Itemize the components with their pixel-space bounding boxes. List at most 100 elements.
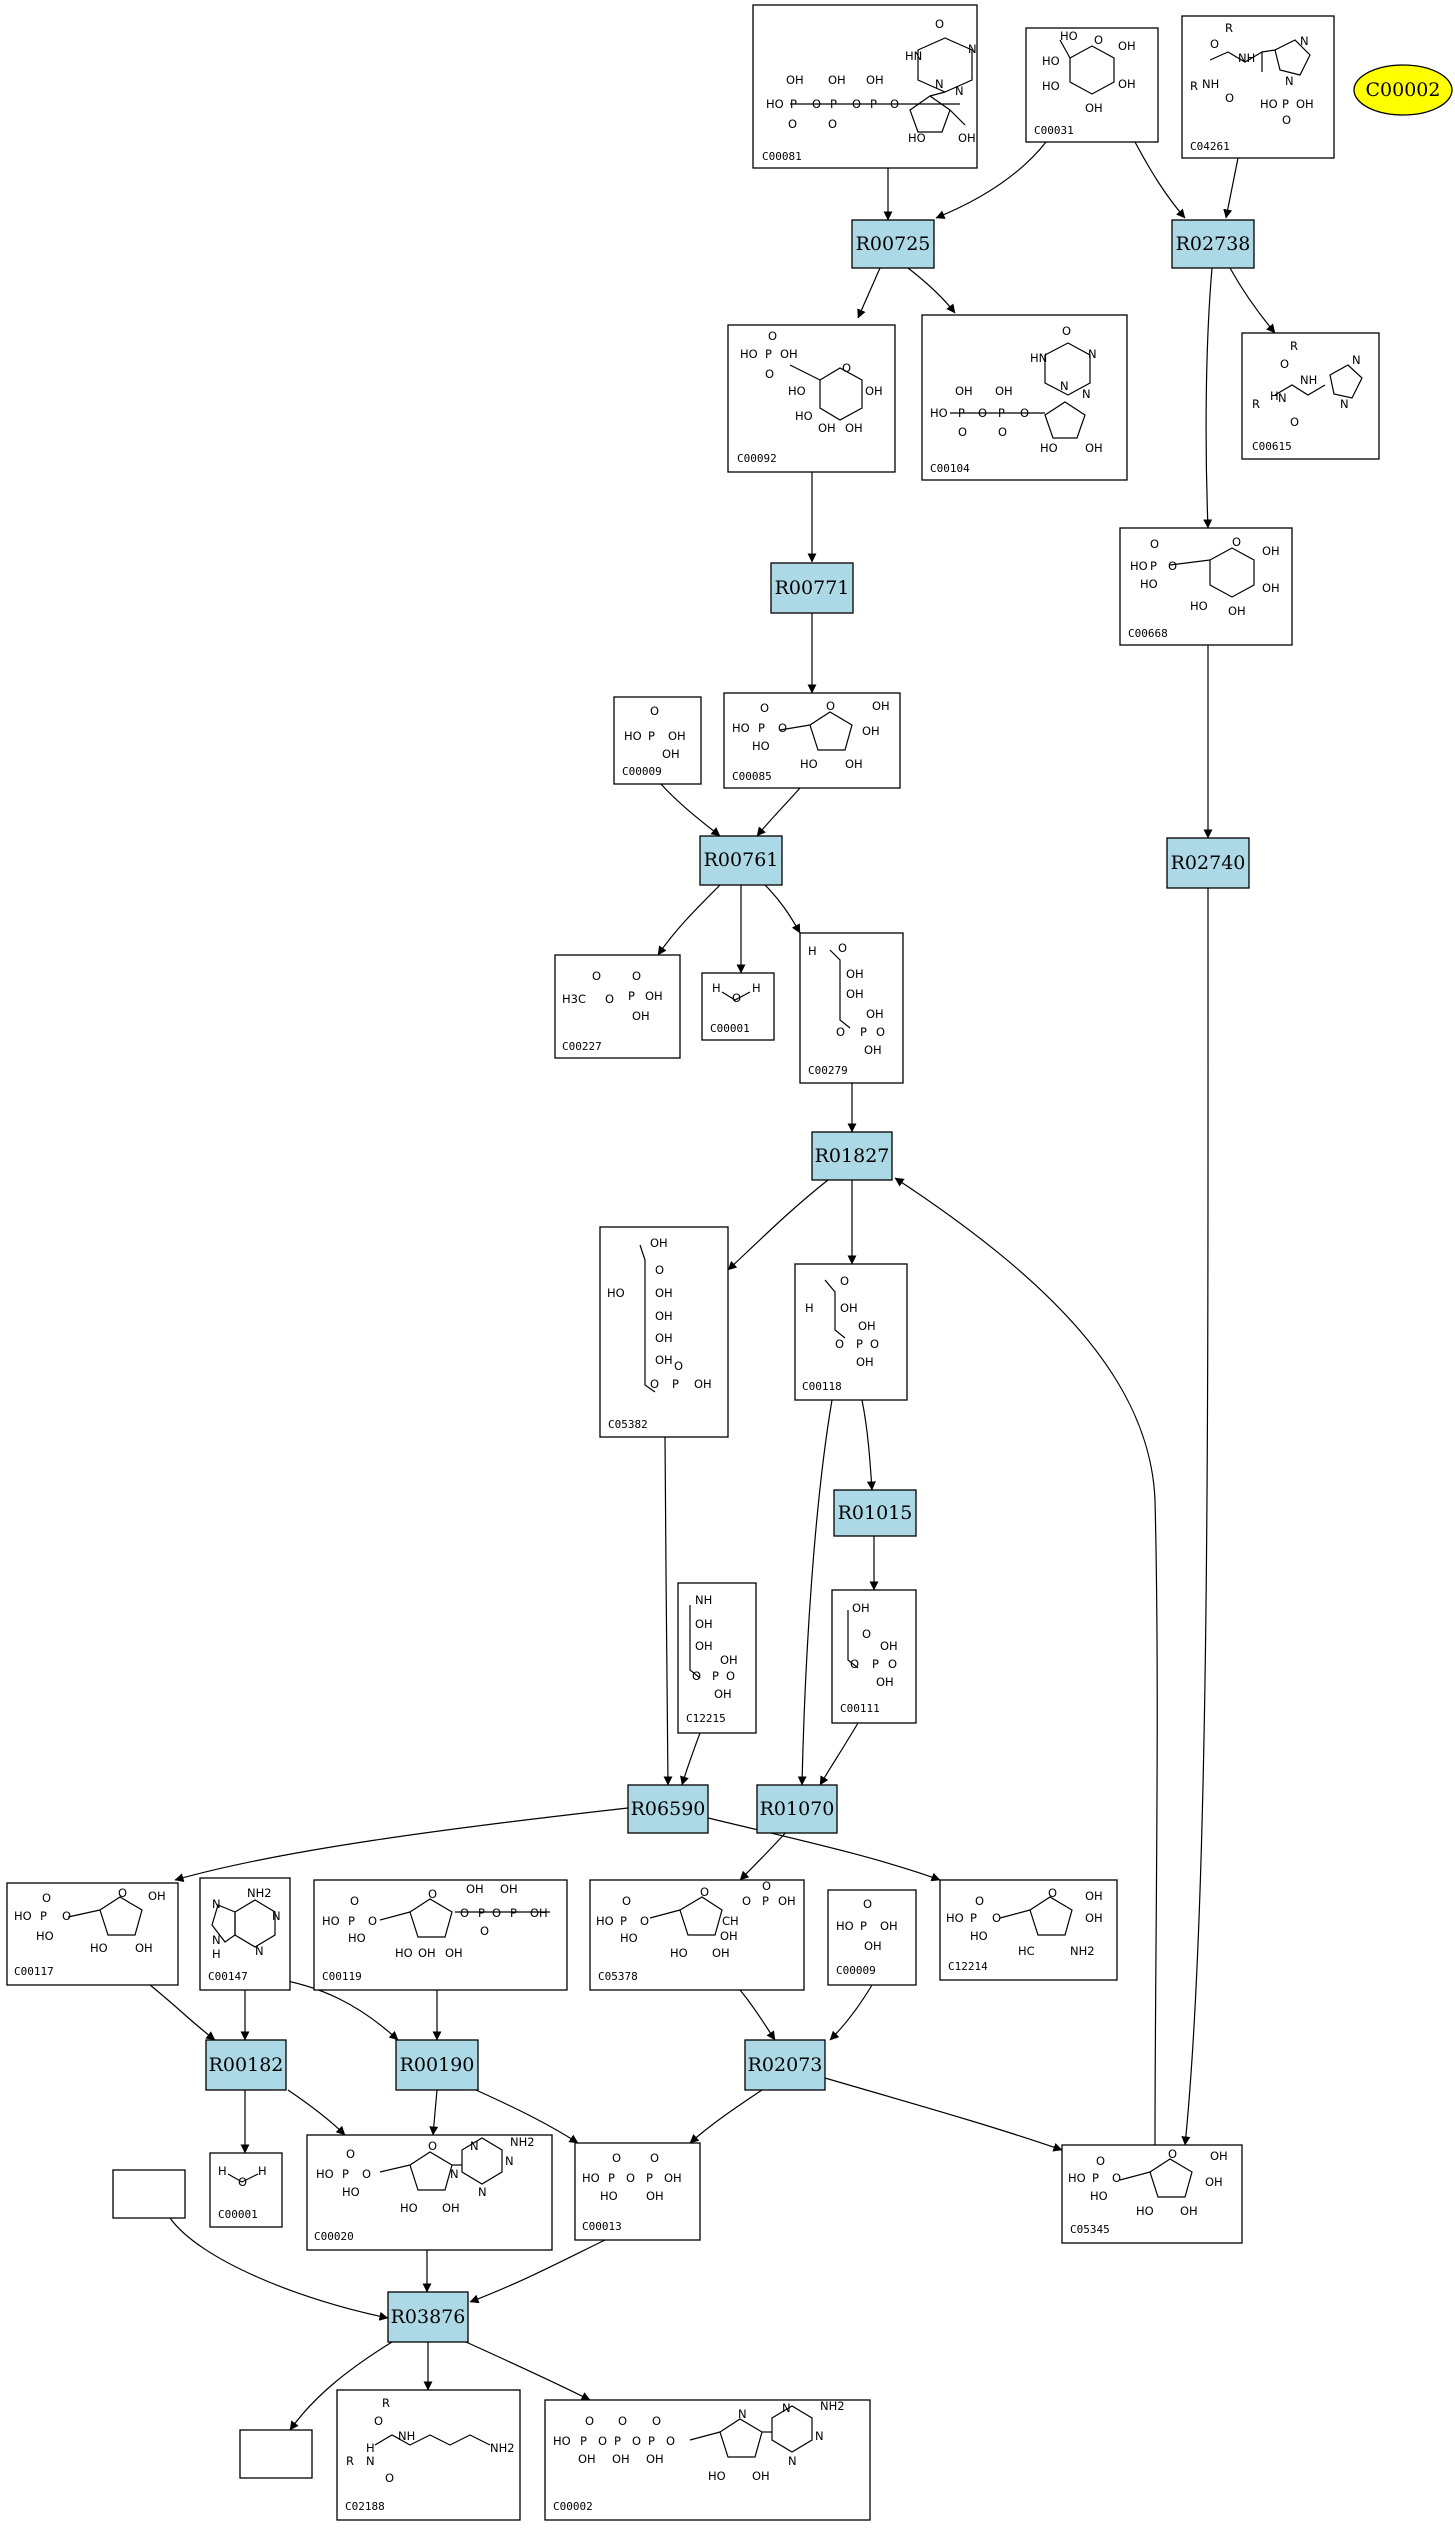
svg-text:R00761: R00761 — [704, 849, 779, 871]
svg-text:OH: OH — [418, 1946, 436, 1960]
compound-c00227[interactable]: O O H3C O P OH OH C00227 — [554, 954, 681, 1059]
svg-text:HO: HO — [14, 1909, 32, 1923]
compound-label: C00668 — [1128, 627, 1168, 640]
reaction-r00725[interactable]: R00725 — [851, 219, 935, 269]
reaction-r00771[interactable]: R00771 — [770, 562, 854, 614]
svg-text:HO: HO — [624, 729, 642, 743]
compound-c00031[interactable]: HO HO HO OH OH OH O C00031 — [1025, 27, 1159, 143]
svg-text:NH2: NH2 — [820, 2399, 845, 2413]
compound-c00119[interactable]: O HO P O HO O OH OH OH O P O P O OH HO O… — [313, 1879, 568, 1991]
edge-unknown-r03876 — [169, 2217, 389, 2321]
svg-text:O: O — [1094, 33, 1103, 47]
compound-c05378[interactable]: O HO P O HO O CH OH HO OH O P O OH C0537… — [589, 1879, 805, 1991]
reaction-r02738[interactable]: R02738 — [1171, 219, 1255, 269]
svg-text:P: P — [342, 2167, 349, 2181]
compound-label: C00279 — [808, 1064, 848, 1077]
svg-text:H: H — [712, 981, 721, 995]
edge-r03876-c00002 — [465, 2341, 591, 2401]
structure-c00020: O HO P O HO O N N N N NH2 HO OH — [316, 2135, 535, 2215]
svg-text:O: O — [362, 2167, 371, 2181]
compound-c00104[interactable]: O HN N N N OH OH HO P O P O O O HO OH C0… — [921, 314, 1128, 481]
reaction-r00182[interactable]: R00182 — [205, 2039, 287, 2091]
compound-c05382[interactable]: OH O HO OH OH OH OH O P O OH C05382 — [599, 1226, 729, 1438]
svg-text:O: O — [828, 117, 837, 131]
compound-c00668[interactable]: O HO P O HO OH OH HO OH O C00668 — [1119, 527, 1293, 646]
svg-text:P: P — [628, 989, 635, 1003]
svg-text:P: P — [860, 1025, 867, 1039]
compound-unlabeled-output[interactable] — [239, 2429, 313, 2479]
svg-text:HO: HO — [1042, 54, 1060, 68]
edge-r00725-c00092 — [857, 267, 881, 319]
compound-c00009[interactable]: O HO P OH OH C00009 — [613, 696, 702, 785]
svg-text:P: P — [478, 1906, 485, 1920]
compound-c00111[interactable]: OH O OH O P O OH C00111 — [831, 1589, 917, 1724]
reaction-r01015[interactable]: R01015 — [833, 1489, 917, 1537]
edge-c04261-r02738 — [1223, 157, 1239, 219]
reaction-r03876[interactable]: R03876 — [387, 2291, 469, 2343]
svg-text:N: N — [1352, 353, 1361, 367]
svg-text:OH: OH — [880, 1919, 898, 1933]
compound-label: C05382 — [608, 1418, 648, 1431]
compound-c00118[interactable]: O H OH OH O P O OH C00118 — [794, 1263, 908, 1401]
compound-c00147[interactable]: NH2 N N N N H C00147 — [199, 1877, 291, 1991]
highlight-c00002[interactable]: C00002 — [1353, 64, 1453, 116]
svg-text:O: O — [998, 425, 1007, 439]
svg-text:P: P — [648, 729, 655, 743]
svg-text:OH: OH — [662, 747, 680, 761]
structure-c12214: O HO P O HO O OH OH HC NH2 — [946, 1886, 1103, 1958]
compound-c00009b[interactable]: O HO P OH OH C00009 — [827, 1889, 917, 1986]
compound-c12215[interactable]: NH OH OH OH O P O OH C12215 — [677, 1582, 757, 1734]
reaction-r01827[interactable]: R01827 — [811, 1131, 893, 1181]
compound-c00081[interactable]: O HN N N N HO P O P O P O OH OH OH O O H… — [752, 4, 978, 169]
compound-c05345[interactable]: O HO P O HO O OH OH HO OH C05345 — [1061, 2144, 1243, 2244]
edge-c05382-r06590 — [663, 1436, 673, 1786]
svg-text:OH: OH — [500, 1882, 518, 1896]
reaction-r00761[interactable]: R00761 — [699, 835, 783, 886]
svg-text:O: O — [760, 701, 769, 715]
compound-label: C00615 — [1252, 440, 1292, 453]
svg-text:O: O — [778, 721, 787, 735]
compound-c00615[interactable]: R O NH H N R N N O C00615 — [1241, 332, 1380, 460]
svg-text:O: O — [762, 1879, 771, 1893]
compound-c04261[interactable]: R O NH R NH O N N HO P OH O C04261 — [1181, 15, 1335, 159]
svg-text:O: O — [1290, 415, 1299, 429]
compound-c00020[interactable]: O HO P O HO O N N N N NH2 HO OH C00020 — [306, 2134, 553, 2251]
svg-text:OH: OH — [135, 1941, 153, 1955]
compound-c00117[interactable]: O HO P O HO O OH HO OH C00117 — [6, 1882, 179, 1986]
compound-c02188[interactable]: R O NH R N H O NH2 C02188 — [336, 2389, 521, 2521]
reaction-r01070[interactable]: R01070 — [756, 1784, 838, 1834]
svg-text:P: P — [958, 406, 965, 420]
svg-text:OH: OH — [1210, 2149, 1228, 2163]
compound-c00085[interactable]: O HO P O HO O OH HO OH OH C00085 — [723, 692, 901, 789]
structure-c00085: O HO P O HO O OH HO OH OH — [732, 699, 890, 771]
svg-text:O: O — [1232, 535, 1241, 549]
reaction-r00190[interactable]: R00190 — [395, 2039, 479, 2091]
svg-text:OH: OH — [818, 421, 836, 435]
svg-text:P: P — [860, 1919, 867, 1933]
reaction-r06590[interactable]: R06590 — [627, 1784, 709, 1834]
svg-text:OH: OH — [864, 1043, 882, 1057]
compound-c00279[interactable]: H O OH OH OH O P O OH C00279 — [799, 932, 904, 1084]
svg-text:OH: OH — [858, 1319, 876, 1333]
compound-c00001b[interactable]: H O H C00001 — [209, 2152, 283, 2228]
svg-text:O: O — [1096, 2154, 1105, 2168]
compound-c00013[interactable]: O O HO P O P OH HO OH C00013 — [574, 2142, 701, 2241]
edge-c00111-r01070 — [819, 1722, 859, 1786]
edge-c00118-r01015 — [861, 1399, 876, 1491]
compound-label: C00227 — [562, 1040, 602, 1053]
compound-c00001[interactable]: H O H C00001 — [701, 972, 775, 1041]
svg-text:HO: HO — [788, 384, 806, 398]
compound-label: C12215 — [686, 1712, 726, 1725]
svg-text:HO: HO — [348, 1931, 366, 1945]
compound-label: C00009 — [836, 1964, 876, 1977]
edge-r02738-c00615 — [1229, 267, 1276, 334]
reaction-r02740[interactable]: R02740 — [1166, 837, 1250, 889]
compound-c00092[interactable]: O HO P OH O HO HO OH OH O OH C00092 — [727, 324, 896, 473]
svg-text:OH: OH — [1085, 441, 1103, 455]
reaction-r02073[interactable]: R02073 — [744, 2039, 826, 2091]
compound-c12214[interactable]: O HO P O HO O OH OH HC NH2 C12214 — [939, 1879, 1118, 1981]
compound-unlabeled-input[interactable] — [112, 2169, 186, 2219]
compound-label: C02188 — [345, 2500, 385, 2513]
compound-c00002[interactable]: O O O HO P O P O P O OH OH OH N N N N NH… — [544, 2399, 871, 2521]
